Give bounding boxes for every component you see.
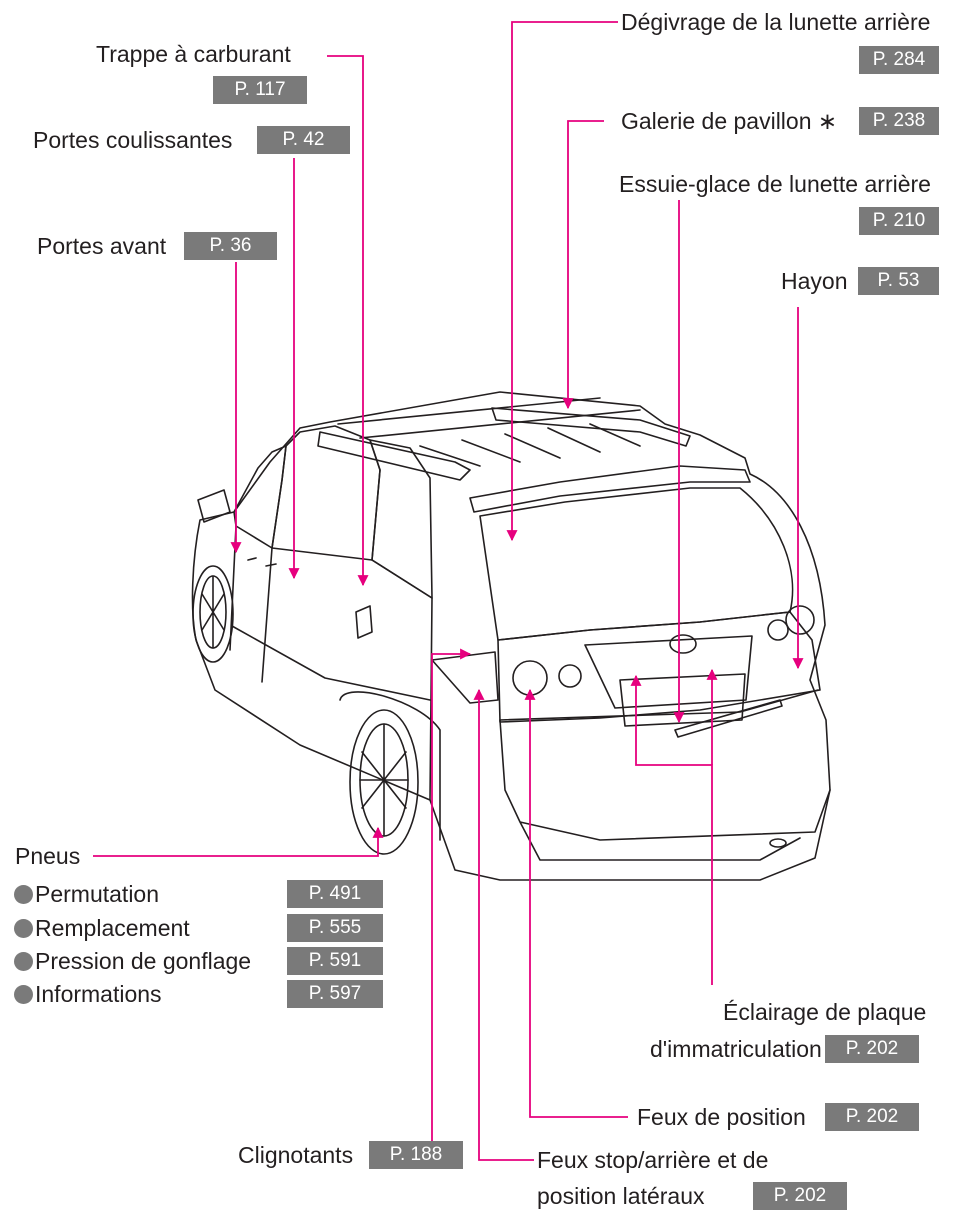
label-feux-position: Feux de position bbox=[637, 1103, 806, 1131]
page-tag-permutation[interactable]: P. 491 bbox=[287, 880, 383, 908]
label-hayon: Hayon bbox=[781, 267, 847, 295]
pneus-item-remplacement: Remplacement bbox=[14, 914, 190, 942]
bullet-icon bbox=[14, 985, 33, 1004]
page-tag-hayon[interactable]: P. 53 bbox=[858, 267, 939, 295]
bullet-icon bbox=[14, 952, 33, 971]
label-trappe-carburant: Trappe à carburant bbox=[96, 40, 291, 68]
page-tag-galerie[interactable]: P. 238 bbox=[859, 107, 939, 135]
line-degivrage bbox=[512, 22, 618, 540]
front-wheel-spokes bbox=[202, 576, 224, 648]
roof-rail-right bbox=[492, 408, 690, 446]
page-tag-eclairage[interactable]: P. 202 bbox=[825, 1035, 919, 1063]
taillight-left-2 bbox=[559, 665, 581, 687]
pneus-item-informations: Informations bbox=[14, 980, 162, 1008]
roof-ribs bbox=[420, 424, 640, 466]
page-tag-trappe[interactable]: P. 117 bbox=[213, 76, 307, 104]
line-pneus bbox=[93, 828, 378, 856]
roof-rail-left bbox=[318, 432, 470, 480]
page-tag-pression[interactable]: P. 591 bbox=[287, 947, 383, 975]
bullet-icon bbox=[14, 885, 33, 904]
label-pneus: Pneus bbox=[15, 842, 80, 870]
label-clignotants: Clignotants bbox=[238, 1141, 353, 1169]
bullet-icon bbox=[14, 919, 33, 938]
label-degivrage: Dégivrage de la lunette arrière bbox=[621, 8, 930, 36]
exhaust-tip bbox=[770, 839, 786, 847]
label-portes-avant: Portes avant bbox=[37, 232, 166, 260]
line-feux-stop bbox=[479, 690, 534, 1160]
pneus-item-pression: Pression de gonflage bbox=[14, 947, 251, 975]
label-galerie: Galerie de pavillon ∗ bbox=[621, 107, 837, 135]
label-eclairage-line2: d'immatriculation bbox=[650, 1035, 822, 1063]
label-eclairage-line1: Éclairage de plaque bbox=[723, 998, 926, 1026]
page-tag-essuie-glace[interactable]: P. 210 bbox=[859, 207, 939, 235]
page-tag-informations[interactable]: P. 597 bbox=[287, 980, 383, 1008]
label-feux-stop-line2: position latéraux bbox=[537, 1182, 705, 1210]
quarter-window bbox=[370, 440, 432, 598]
line-clignotants bbox=[432, 654, 470, 1155]
page-tag-feux-position[interactable]: P. 202 bbox=[825, 1103, 919, 1131]
label-portes-coulissantes: Portes coulissantes bbox=[33, 126, 232, 154]
roof-crossbar-1 bbox=[338, 398, 600, 424]
license-plate bbox=[620, 674, 745, 726]
line-galerie bbox=[568, 121, 604, 408]
taillight-left-1 bbox=[513, 661, 547, 695]
side-lamp bbox=[432, 652, 498, 703]
pneus-item-permutation: Permutation bbox=[14, 880, 159, 908]
line-feux-position bbox=[530, 690, 628, 1117]
roof-crossbar-2 bbox=[360, 410, 640, 438]
front-door-window bbox=[234, 446, 286, 548]
page-tag-degivrage[interactable]: P. 284 bbox=[859, 46, 939, 74]
label-feux-stop-line1: Feux stop/arrière et de bbox=[537, 1146, 768, 1174]
page-tag-portes-avant[interactable]: P. 36 bbox=[184, 232, 277, 260]
fuel-door bbox=[356, 606, 372, 638]
body-crease bbox=[232, 626, 818, 720]
page-tag-portes-coulissantes[interactable]: P. 42 bbox=[257, 126, 350, 154]
taillight-right-2 bbox=[768, 620, 788, 640]
emblem bbox=[670, 635, 696, 653]
license-recess bbox=[585, 636, 752, 708]
label-essuie-glace: Essuie-glace de lunette arrière bbox=[619, 170, 931, 198]
page-tag-feux-stop[interactable]: P. 202 bbox=[753, 1182, 847, 1210]
taillight-right-1 bbox=[786, 606, 814, 634]
page-tag-remplacement[interactable]: P. 555 bbox=[287, 914, 383, 942]
page-tag-clignotants[interactable]: P. 188 bbox=[369, 1141, 463, 1169]
